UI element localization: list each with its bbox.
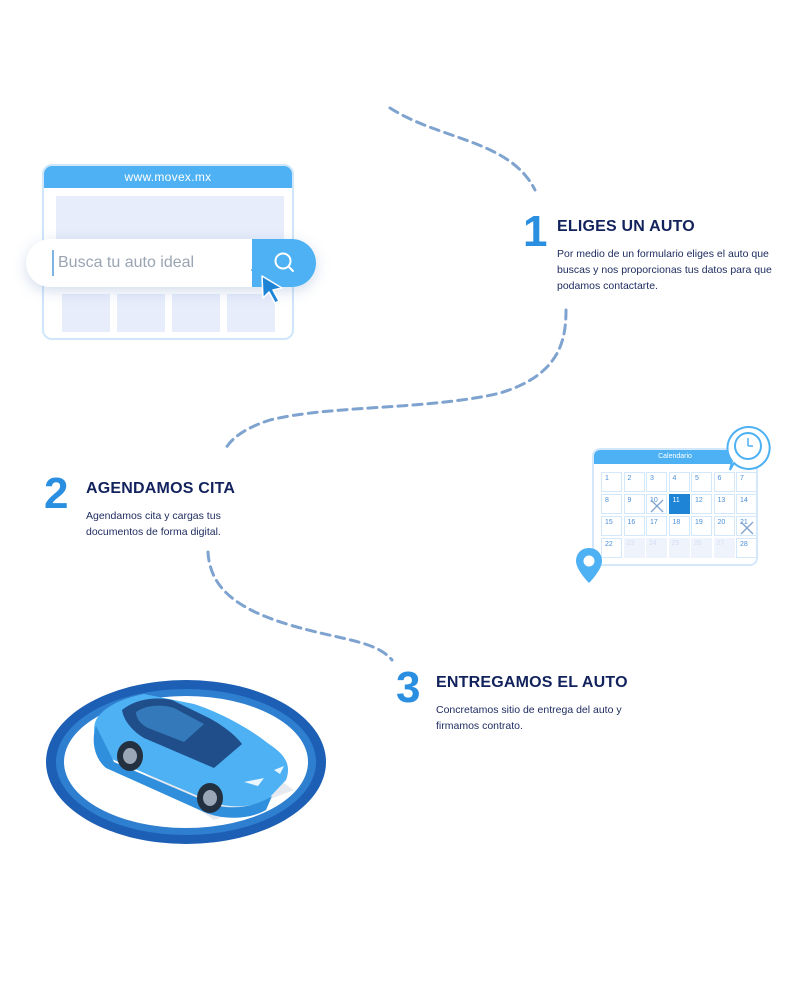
calendar-day[interactable]: 4 bbox=[668, 472, 690, 492]
calendar-day[interactable]: 24 bbox=[646, 538, 667, 558]
result-tile bbox=[172, 294, 220, 332]
step-2-description: Agendamos cita y cargas tus documentos d… bbox=[86, 510, 221, 538]
step-2-number: 2 bbox=[44, 469, 69, 518]
calendar-day[interactable]: 10 bbox=[646, 494, 667, 514]
result-tile bbox=[227, 294, 275, 332]
calendar-title: Calendario bbox=[594, 450, 756, 464]
step-3-number: 3 bbox=[396, 663, 421, 712]
step-3-title: ENTREGAMOS EL AUTO bbox=[436, 674, 628, 691]
step-1-description: Por medio de un formulario eliges el aut… bbox=[557, 248, 772, 292]
calendar-day[interactable]: 14 bbox=[736, 494, 756, 514]
car-illustration bbox=[46, 680, 326, 844]
step-1-title: ELIGES UN AUTO bbox=[557, 218, 695, 235]
calendar-day[interactable]: 20 bbox=[713, 516, 735, 536]
pointer-cursor-icon bbox=[260, 272, 283, 304]
cross-mark-icon bbox=[740, 521, 754, 535]
calendar-day[interactable]: 27 bbox=[713, 538, 735, 558]
calendar-day[interactable]: 25 bbox=[668, 538, 690, 558]
step-1-number: 1 bbox=[523, 207, 548, 256]
calendar-day[interactable]: 19 bbox=[691, 516, 712, 536]
browser-url-bar: www.movex.mx bbox=[44, 166, 292, 188]
calendar-day[interactable]: 2 bbox=[623, 472, 645, 492]
step-2-title: AGENDAMOS CITA bbox=[86, 480, 236, 497]
calendar-day[interactable]: 22 bbox=[601, 538, 622, 558]
calendar-day[interactable]: 6 bbox=[713, 472, 735, 492]
click-burst-icon bbox=[251, 264, 259, 271]
calendar-day[interactable]: 26 bbox=[691, 538, 712, 558]
browser-banner-placeholder bbox=[56, 196, 284, 240]
calendar-day[interactable]: 8 bbox=[601, 494, 622, 514]
calendar-day[interactable]: 13 bbox=[713, 494, 735, 514]
calendar-day[interactable]: 1 bbox=[601, 472, 622, 492]
calendar-day[interactable]: 5 bbox=[691, 472, 712, 492]
calendar-day[interactable]: 18 bbox=[668, 516, 690, 536]
calendar-day[interactable]: 17 bbox=[646, 516, 667, 536]
clock-icon bbox=[726, 425, 771, 471]
calendar-day[interactable]: 16 bbox=[623, 516, 645, 536]
calendar-day[interactable]: 23 bbox=[623, 538, 645, 558]
step-1-card: 1 ELIGES UN AUTO Por medio de un formula… bbox=[505, 198, 781, 302]
search-bar bbox=[26, 239, 316, 287]
result-tile bbox=[117, 294, 165, 332]
step-2-card: 2 AGENDAMOS CITA Agendamos cita y cargas… bbox=[22, 462, 300, 552]
search-input[interactable] bbox=[52, 250, 252, 276]
calendar-day[interactable]: 15 bbox=[601, 516, 622, 536]
calendar-day[interactable]: 28 bbox=[736, 538, 756, 558]
calendar-day[interactable]: 12 bbox=[691, 494, 712, 514]
calendar-day[interactable]: 9 bbox=[623, 494, 645, 514]
calendar-day[interactable]: 7 bbox=[736, 472, 756, 492]
calendar-day[interactable]: 11 bbox=[668, 494, 690, 514]
calendar-day[interactable]: 3 bbox=[646, 472, 667, 492]
step-3-description: Concretamos sitio de entrega del auto y … bbox=[436, 704, 622, 732]
cross-mark-icon bbox=[650, 499, 664, 513]
step-3-card: 3 ENTREGAMOS EL AUTO Concretamos sitio d… bbox=[396, 662, 656, 742]
location-pin-icon bbox=[576, 548, 602, 583]
search-icon bbox=[274, 252, 294, 272]
calendar-day[interactable]: 21 bbox=[736, 516, 756, 536]
result-tile bbox=[62, 294, 110, 332]
